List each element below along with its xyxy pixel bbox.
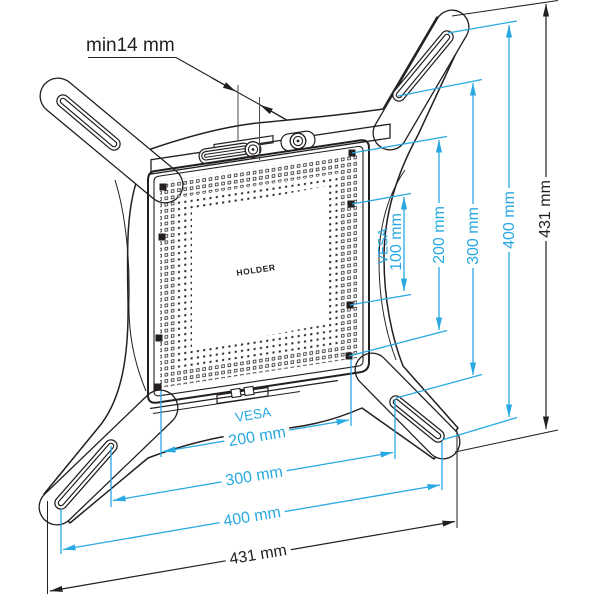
vesa-hole — [154, 383, 162, 391]
gap-arrow-right — [211, 77, 236, 92]
vesa-label-right: VESA — [376, 228, 391, 264]
dim-label-200-bottom: 200 mm — [227, 424, 287, 450]
dim-label-200-right: 200 mm — [431, 206, 448, 264]
dim-label-300-bottom: 300 mm — [224, 463, 284, 489]
plate-outer-frame — [147, 139, 370, 404]
plate-inner-frame — [153, 145, 364, 397]
mount-plate: HOLDER — [147, 139, 370, 414]
vesa-hole — [347, 200, 355, 208]
min-gap-callout — [88, 56, 288, 160]
min-gap-label: min14 mm — [86, 35, 175, 56]
label-masks — [217, 177, 554, 569]
dim-label-431-bottom: 431 mm — [228, 542, 288, 568]
dimension-labels: min14 mm VESA 100 mm 200 mm 300 mm 400 m… — [86, 35, 554, 568]
bracket-arm-top-right — [372, 9, 470, 151]
vesa-hole — [159, 183, 167, 191]
vesa-hole — [155, 334, 163, 342]
gap-arrow-left — [260, 104, 285, 120]
bottom-clamp-edge — [149, 379, 339, 410]
clamp-screw-left — [244, 141, 262, 158]
perforation-band-inner — [177, 173, 340, 371]
clamp-screw-right — [289, 132, 307, 150]
brand-logo: HOLDER — [236, 262, 277, 278]
vesa-label-bottom: VESA — [234, 404, 272, 425]
bottom-latch — [216, 385, 269, 405]
dim-label-400-bottom: 400 mm — [222, 504, 282, 530]
bracket-arm-top-left — [39, 77, 184, 204]
dim-label-431-right: 431 mm — [537, 180, 554, 238]
bracket-arm-bottom-right — [354, 352, 461, 460]
vesa-hole — [158, 233, 166, 241]
bracket-body — [43, 16, 465, 524]
dim-label-300-right: 300 mm — [465, 207, 482, 265]
body-fold-line-right — [378, 169, 406, 361]
bracket-arm-bottom-left — [38, 389, 179, 526]
overall-dimensions — [47, 0, 559, 594]
dim-label-100: 100 mm — [388, 213, 405, 271]
body-fold-line-left — [114, 179, 147, 392]
dim-label-400-right: 400 mm — [501, 191, 518, 249]
clamp-face — [150, 123, 391, 175]
